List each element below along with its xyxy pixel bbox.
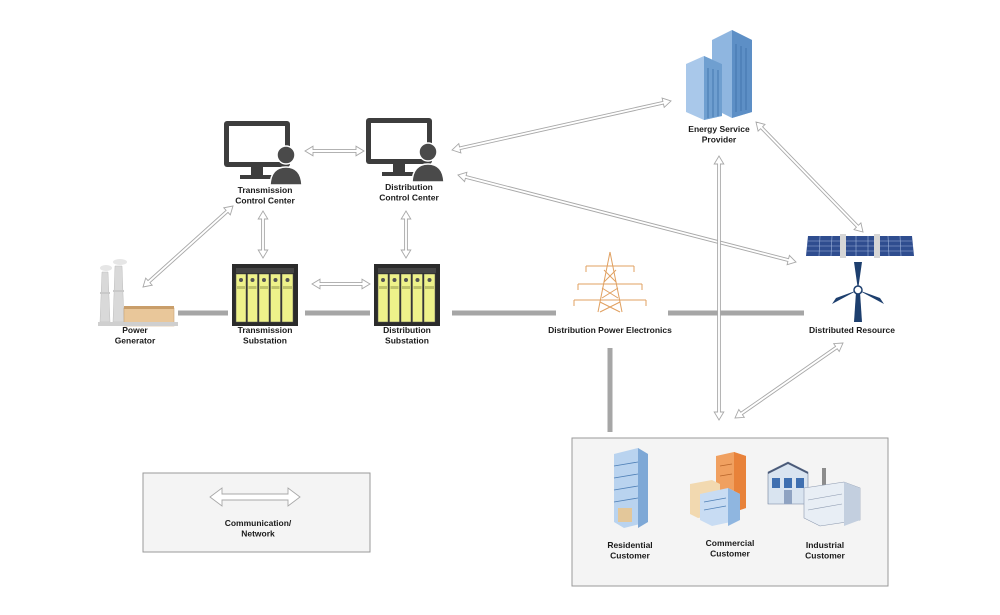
distributed-resource[interactable]: Distributed Resource (806, 234, 914, 335)
arrow-tcc-generator (142, 205, 234, 288)
legend-arrow-shape (209, 487, 301, 507)
monitor-user-icon (365, 117, 445, 183)
distributed-resource-label: Distributed Resource (809, 325, 895, 335)
arrow-esp-resource (755, 121, 864, 233)
legend-label: Communication/Network (225, 518, 292, 539)
solar-panel-icon (806, 234, 914, 258)
power-lines (178, 310, 804, 432)
pylon-icon (573, 251, 647, 313)
substation-icon (231, 263, 299, 327)
communication-arrows (142, 97, 864, 421)
arrow-dcc-dsub (400, 210, 412, 259)
monitor-user-icon (223, 120, 303, 186)
commercial-building-icon (690, 452, 746, 526)
office-building-icon (686, 30, 752, 120)
legend-box (142, 472, 371, 553)
wind-turbine-icon (832, 262, 884, 322)
distribution-power-electronics[interactable]: Distribution Power Electronics (548, 251, 672, 335)
arrow-tcc-dcc (304, 145, 365, 157)
arrow-dcc-esp (451, 97, 672, 154)
arrow-tcc-tsub (257, 210, 269, 259)
distribution-power-electronics-label: Distribution Power Electronics (548, 325, 672, 335)
substation-icon (373, 263, 441, 327)
factory-icon (98, 259, 178, 327)
legend: Communication/Network (142, 472, 371, 553)
industrial-building-icon (767, 461, 861, 527)
arrow-resource-customers (734, 342, 844, 419)
arrow-esp-customers (713, 155, 725, 421)
double-arrow-icon (209, 487, 301, 507)
arrow-dcc-resource (457, 171, 797, 266)
apartment-icon (613, 448, 648, 528)
arrow-tsub-dsub (311, 278, 371, 290)
